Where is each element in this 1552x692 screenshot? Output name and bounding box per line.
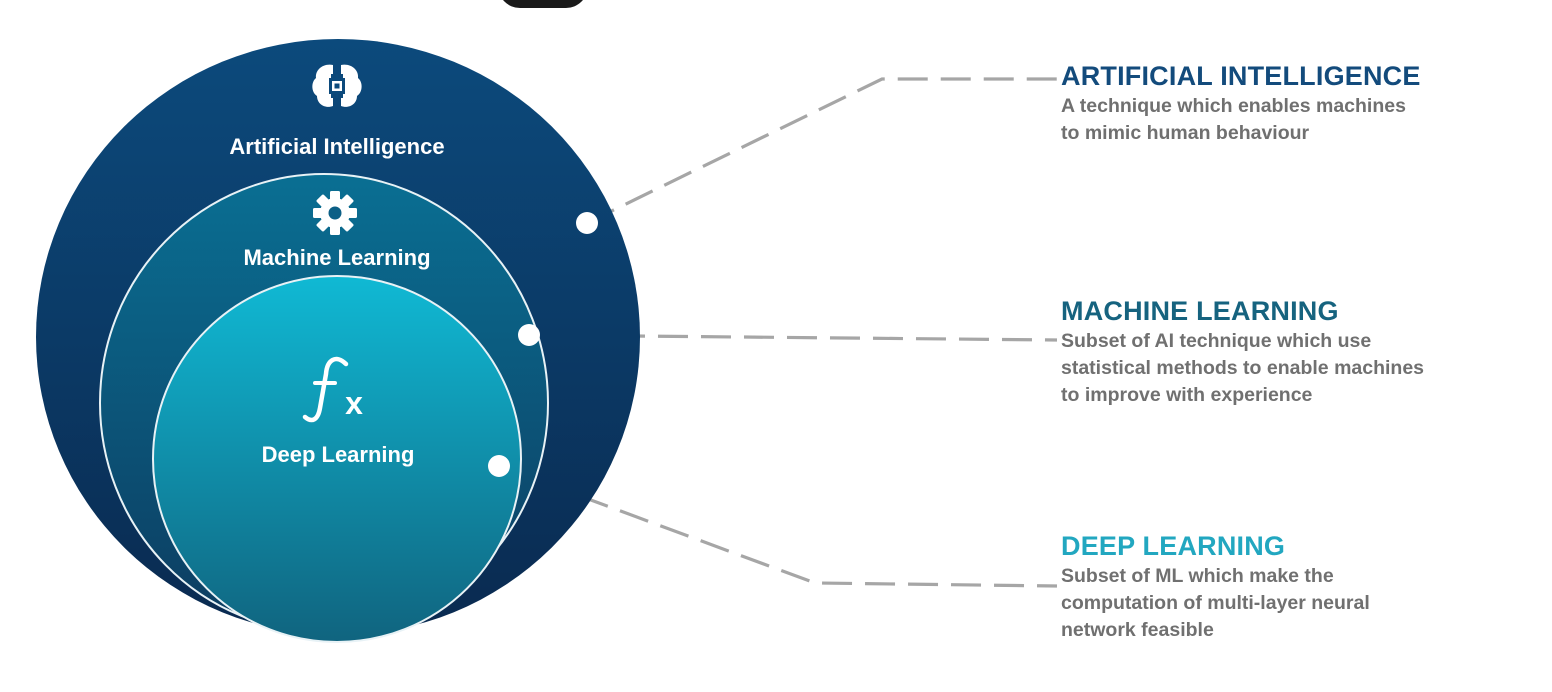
ai-description: ARTIFICIAL INTELLIGENCE A technique whic… <box>1061 61 1531 147</box>
brain-chip-icon <box>312 64 362 107</box>
dl-heading: DEEP LEARNING <box>1061 531 1286 561</box>
connector-ai <box>586 77 1057 225</box>
dl-connector-dot <box>488 455 510 477</box>
clipped-title-fragment <box>498 0 588 8</box>
ml-description-text: Subset of AI technique which use statist… <box>1061 330 1425 406</box>
fx-x-glyph: x <box>345 385 363 421</box>
function-fx-icon: x <box>302 356 363 423</box>
dl-circle <box>152 275 522 643</box>
ml-connector-dot <box>518 324 540 346</box>
ml-circle-label: Machine Learning <box>243 245 430 270</box>
ai-circle-label: Artificial Intelligence <box>229 134 444 159</box>
dl-circle-label: Deep Learning <box>262 442 415 467</box>
dl-description-text: Subset of ML which make the computation … <box>1061 565 1370 641</box>
dl-description: DEEP LEARNING Subset of ML which make th… <box>1061 531 1531 644</box>
gear-icon <box>313 191 357 235</box>
ml-description: MACHINE LEARNING Subset of AI technique … <box>1061 296 1531 409</box>
connector-dl <box>498 464 1058 588</box>
ai-connector-dot <box>576 212 598 234</box>
ai-heading: ARTIFICIAL INTELLIGENCE <box>1061 61 1421 91</box>
ml-heading: MACHINE LEARNING <box>1061 296 1339 326</box>
ai-description-text: A technique which enables machines to mi… <box>1061 95 1406 144</box>
